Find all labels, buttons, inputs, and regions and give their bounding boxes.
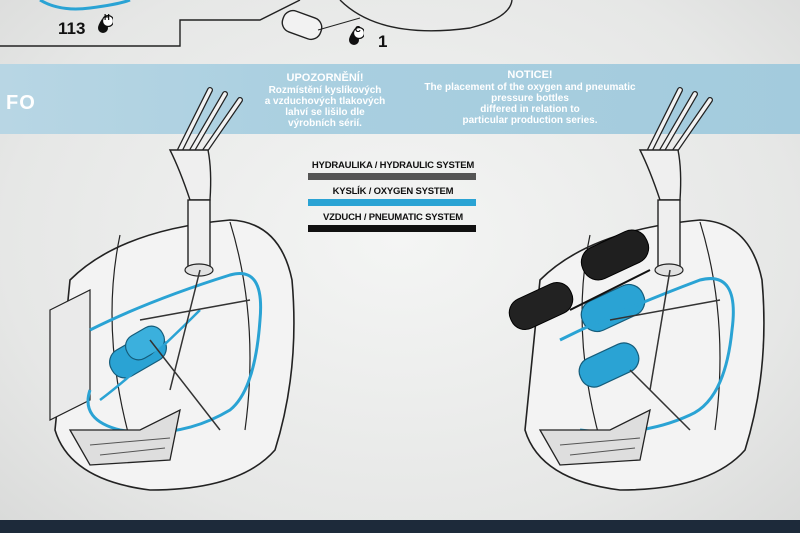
part-number-113: 113 (58, 19, 86, 38)
legend-swatch (308, 173, 476, 180)
legend-item-hydraulic: HYDRAULIKA / HYDRAULIC SYSTEM (308, 160, 478, 180)
notice-czech-line: lahví se lišilo dle (285, 107, 365, 118)
paint-code-c: C (355, 25, 361, 34)
paint-code-h: H (104, 13, 110, 22)
notice-english-line: pressure bottles (491, 93, 569, 104)
pneumatic-bottle (580, 229, 650, 281)
notice-english-line: differed in relation to (480, 104, 580, 115)
notice-czech-line: Rozmístění kyslíkových (268, 85, 382, 96)
paint-drop-icon (349, 27, 364, 45)
page-bottom-edge (0, 520, 800, 533)
oxygen-bottle (580, 283, 646, 333)
notice-czech: UPOZORNĚNÍ! Rozmístění kyslíkových a vzd… (250, 72, 400, 130)
legend-item-oxygen: KYSLÍK / OXYGEN SYSTEM (308, 186, 478, 206)
landing-gear-strut (168, 87, 243, 277)
legend-swatch (308, 199, 476, 206)
pressure-bottle-part (281, 9, 323, 41)
legend-label: HYDRAULIKA / HYDRAULIC SYSTEM (311, 160, 475, 171)
notice-czech-line: výrobních sérií. (288, 118, 362, 129)
legend-item-pneumatic: VZDUCH / PNEUMATIC SYSTEM (308, 212, 478, 232)
landing-gear-strut (638, 87, 713, 277)
previous-step-fragment (0, 0, 513, 47)
notice-english-line: The placement of the oxygen and pneumati… (424, 82, 636, 93)
system-legend: HYDRAULIKA / HYDRAULIC SYSTEM KYSLÍK / O… (308, 160, 478, 238)
notice-czech-title: UPOZORNĚNÍ! (286, 72, 364, 84)
right-bay-drawing (508, 87, 765, 491)
notice-english-title: NOTICE! (507, 69, 553, 81)
notice-english-line: particular production series. (462, 115, 598, 126)
notice-czech-line: a vzduchových tlakových (264, 96, 386, 107)
part-number-1: 1 (378, 32, 388, 51)
paint-drop-icon (98, 15, 113, 33)
legend-label: KYSLÍK / OXYGEN SYSTEM (332, 186, 454, 197)
band-heading-fragment: FO (6, 92, 36, 114)
left-bay-drawing (49, 87, 295, 491)
legend-label: VZDUCH / PNEUMATIC SYSTEM (323, 212, 463, 223)
oxygen-bottle (578, 342, 640, 388)
legend-swatch (308, 225, 476, 232)
pneumatic-bottle (508, 281, 574, 331)
notice-english: NOTICE! The placement of the oxygen and … (415, 69, 645, 127)
